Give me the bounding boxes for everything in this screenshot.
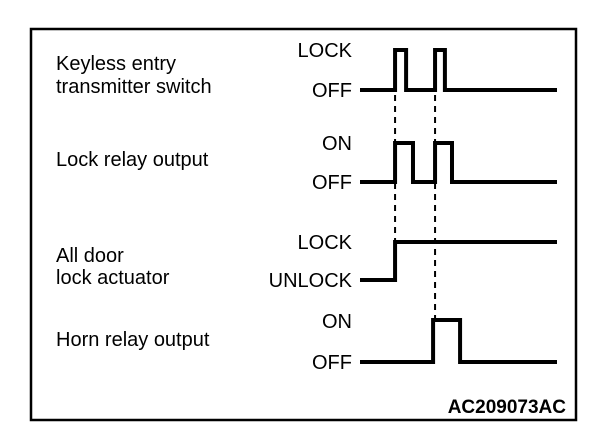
- level-label-low: OFF: [312, 172, 352, 194]
- signal-row-all-door-lock-actuator: All door lock actuator LOCK UNLOCK: [56, 232, 557, 292]
- level-label-high: LOCK: [298, 40, 353, 62]
- signal-row-lock-relay-output: Lock relay output ON OFF: [56, 133, 557, 194]
- diagram-border: [29, 27, 578, 422]
- signal-name-line: Lock relay output: [56, 149, 209, 171]
- waveform-lock-relay-output: [360, 141, 557, 184]
- signal-name-line: Horn relay output: [56, 329, 210, 351]
- signal-row-horn-relay-output: Horn relay output ON OFF: [56, 311, 557, 374]
- signal-name-line: transmitter switch: [56, 76, 212, 98]
- level-label-high: LOCK: [298, 232, 353, 254]
- waveform-keyless-entry-transmitter-switch: [360, 48, 557, 92]
- signal-name-line: Keyless entry: [56, 53, 176, 75]
- figure-code: AC209073AC: [448, 397, 567, 418]
- level-label-high: ON: [322, 311, 352, 333]
- level-label-low: UNLOCK: [269, 270, 353, 292]
- signal-name-line: lock actuator: [56, 267, 170, 289]
- level-label-low: OFF: [312, 80, 352, 102]
- waveform-all-door-lock-actuator: [360, 240, 557, 282]
- waveform-horn-relay-output: [360, 318, 557, 364]
- signal-name-line: All door: [56, 245, 124, 267]
- signal-row-keyless-entry-transmitter-switch: Keyless entry transmitter switch LOCK OF…: [56, 40, 557, 102]
- level-label-high: ON: [322, 133, 352, 155]
- level-label-low: OFF: [312, 352, 352, 374]
